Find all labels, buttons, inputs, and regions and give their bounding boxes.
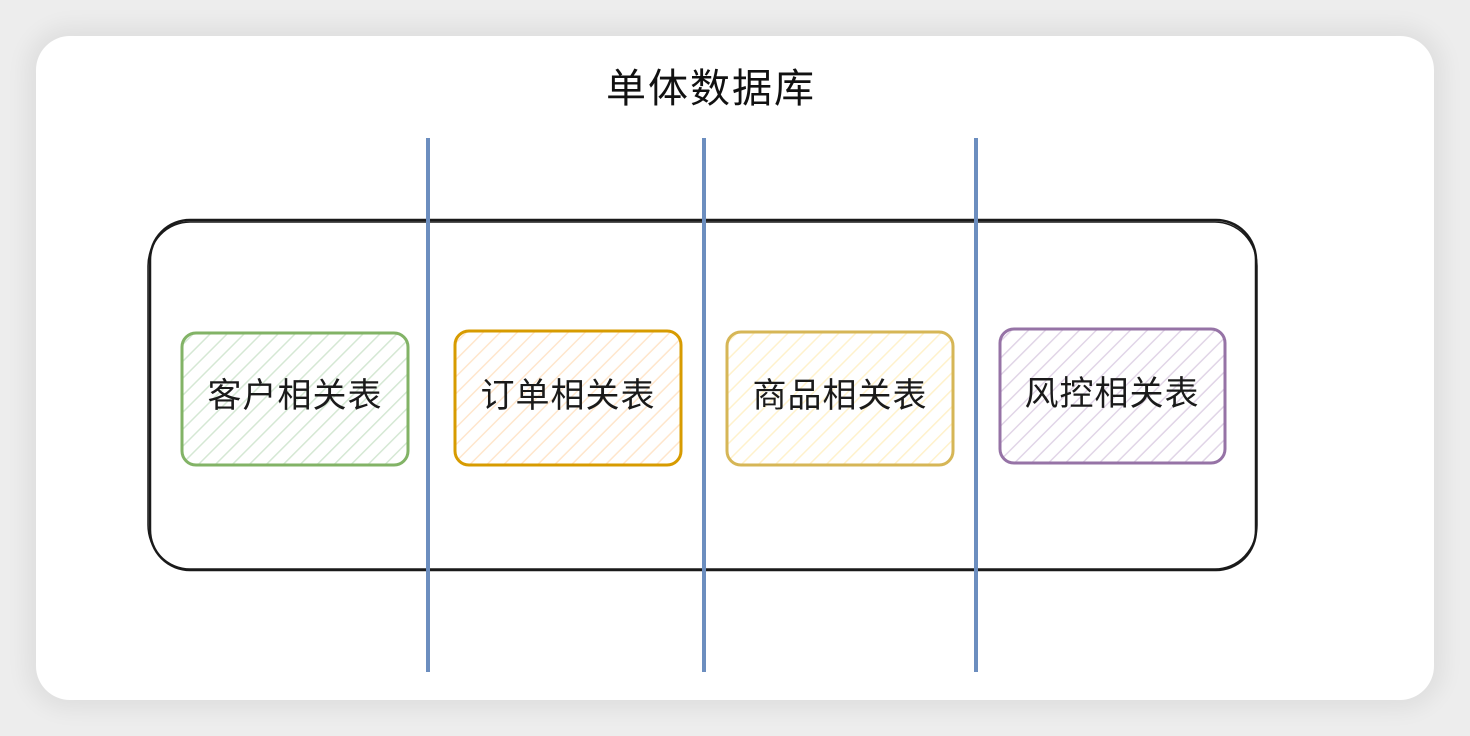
table-box-border <box>725 330 955 467</box>
table-box-risk <box>998 327 1227 465</box>
table-box-fill <box>727 332 953 465</box>
table-box-fill <box>455 331 681 465</box>
table-box-border <box>453 329 683 467</box>
table-box-fill <box>1000 329 1225 463</box>
table-box-product <box>725 330 955 467</box>
table-box-fill <box>182 333 408 465</box>
table-label-product: 商品相关表 <box>752 376 928 416</box>
table-box-order <box>453 329 683 467</box>
table-label-order: 订单相关表 <box>480 376 656 416</box>
table-box-customer <box>180 331 410 467</box>
table-label-customer: 客户相关表 <box>207 376 383 416</box>
table-label-risk: 风控相关表 <box>1024 374 1200 414</box>
diagram-title: 单体数据库 <box>606 66 816 112</box>
table-box-border <box>180 331 410 467</box>
table-box-border <box>998 327 1227 465</box>
